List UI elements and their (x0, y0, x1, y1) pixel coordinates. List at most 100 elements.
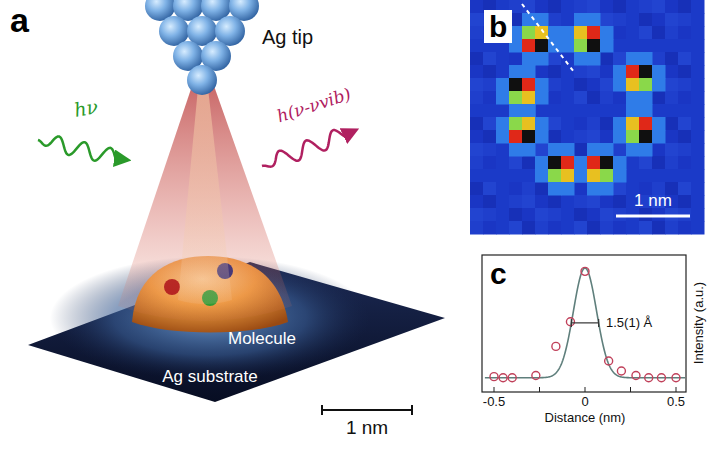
heat-pixel (470, 91, 484, 105)
heat-pixel (470, 169, 484, 183)
heat-spot-pixel (522, 26, 536, 40)
heat-pixel (548, 52, 562, 66)
heat-spot-pixel (574, 13, 588, 27)
heat-pixel (483, 65, 497, 79)
heat-pixel (600, 156, 614, 170)
heat-pixel (600, 117, 614, 131)
heat-spot-pixel (509, 65, 523, 79)
heat-pixel (613, 143, 627, 157)
heat-pixel (665, 104, 679, 118)
heat-pixel (574, 143, 588, 157)
heat-spot-pixel (509, 104, 523, 118)
heat-pixel (574, 221, 588, 235)
heat-pixel (587, 78, 601, 92)
heat-spot-pixel (574, 39, 588, 53)
heat-pixel (535, 143, 549, 157)
heat-pixel (548, 91, 562, 105)
heat-pixel (548, 182, 562, 196)
heat-pixel (600, 182, 614, 196)
heat-spot-pixel (639, 130, 653, 144)
heat-pixel (600, 13, 614, 27)
heat-spot-pixel (522, 143, 536, 157)
heat-pixel (522, 52, 536, 66)
photon-energy: hν (72, 96, 99, 121)
heat-pixel (522, 117, 536, 131)
heat-spot-pixel (574, 156, 588, 170)
heat-pixel (652, 130, 666, 144)
heat-pixel (639, 117, 653, 131)
heat-pixel (652, 169, 666, 183)
heat-pixel (652, 26, 666, 40)
heat-pixel (613, 221, 627, 235)
heat-pixel (522, 78, 536, 92)
heat-pixel (691, 104, 705, 118)
heat-pixel (626, 104, 640, 118)
heat-pixel (509, 221, 523, 235)
heat-pixel (483, 195, 497, 209)
heat-pixel (535, 130, 549, 144)
data-point (657, 374, 665, 382)
data-point (552, 342, 560, 350)
heat-pixel (691, 52, 705, 66)
heat-pixel (548, 169, 562, 183)
heat-pixel (574, 78, 588, 92)
heat-pixel (535, 169, 549, 183)
heat-spot-pixel (496, 91, 510, 105)
heat-pixel (548, 65, 562, 79)
data-point (581, 267, 589, 275)
heat-pixel (665, 117, 679, 131)
heat-pixel (470, 208, 484, 222)
heat-spot-pixel (509, 130, 523, 144)
heat-pixel (483, 143, 497, 157)
heat-pixel (626, 0, 640, 14)
heat-pixel (522, 156, 536, 170)
incident-wave (38, 136, 128, 162)
heat-pixel (561, 169, 575, 183)
heat-map (470, 0, 705, 235)
heat-pixel (639, 156, 653, 170)
heat-pixel (587, 91, 601, 105)
heat-pixel (665, 156, 679, 170)
heat-pixel (600, 208, 614, 222)
heat-spot-pixel (600, 39, 614, 53)
heat-pixel (600, 221, 614, 235)
heat-pixel (678, 117, 692, 131)
heat-spot-pixel (574, 52, 588, 66)
heat-pixel (665, 52, 679, 66)
heat-pixel (587, 13, 601, 27)
heat-spot-pixel (561, 39, 575, 53)
heat-pixel (561, 13, 575, 27)
heat-pixel (574, 169, 588, 183)
heat-pixel (483, 130, 497, 144)
heat-pixel (665, 78, 679, 92)
gaussian-fit (485, 268, 685, 378)
heat-pixel (483, 91, 497, 105)
heat-pixel (678, 65, 692, 79)
heat-pixel (548, 195, 562, 209)
heat-spot-pixel (535, 91, 549, 105)
heat-spot-pixel (639, 117, 653, 131)
heat-spot-pixel (561, 143, 575, 157)
heat-pixel (652, 104, 666, 118)
heat-pixel (665, 143, 679, 157)
ag-tip (145, 0, 259, 95)
heat-pixel (483, 117, 497, 131)
part-name: Ag tip (262, 26, 313, 48)
heat-spot-pixel (535, 78, 549, 92)
heat-spot-pixel (639, 91, 653, 105)
axis-title: Distance (nm) (545, 411, 626, 425)
heat-pixel (626, 13, 640, 27)
heat-spot-pixel (587, 39, 601, 53)
heat-pixel (691, 78, 705, 92)
heat-pixel (561, 195, 575, 209)
heat-pixel (639, 104, 653, 118)
panel-letter: c (490, 257, 507, 290)
heat-pixel (626, 26, 640, 40)
light-waves (38, 130, 356, 167)
heat-pixel (470, 117, 484, 131)
heat-pixel (535, 208, 549, 222)
heat-pixel (470, 221, 484, 235)
heat-spot-pixel (522, 130, 536, 144)
heat-pixel (509, 52, 523, 66)
heat-pixel (535, 39, 549, 53)
